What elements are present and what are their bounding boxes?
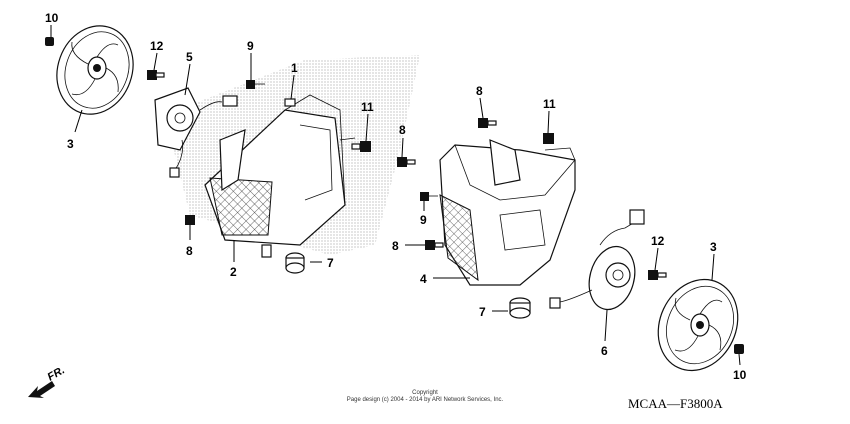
- callout-4: 4: [420, 272, 427, 286]
- bolt-8-left: [185, 215, 195, 225]
- fan-motor-right: [549, 209, 645, 311]
- callout-3-left: 3: [67, 137, 74, 151]
- callout-10-left: 10: [45, 11, 59, 25]
- callout-6: 6: [601, 344, 608, 358]
- leader-lines: [50, 25, 741, 366]
- callout-numbers: 10 3 12 5 9 1 11 8 2 7 8 8 11 9 8 4 7 6 …: [45, 11, 747, 382]
- callout-10-right: 10: [733, 368, 747, 382]
- callout-1: 1: [291, 61, 298, 75]
- bolt-11-right: [543, 133, 554, 144]
- callout-11-left: 11: [361, 100, 374, 114]
- fan-shroud-left: [204, 94, 356, 258]
- bolt-12-left: [147, 70, 165, 80]
- screw-9-left: [246, 80, 265, 89]
- copyright-line-1: Copyright: [412, 390, 438, 396]
- callout-8-left: 8: [186, 244, 193, 258]
- callout-3-right: 3: [710, 240, 717, 254]
- cooling-fan-right: [657, 278, 739, 372]
- cooling-fan-left: [56, 25, 134, 115]
- grommet-left: [285, 252, 305, 274]
- arrow-left-icon: [28, 381, 55, 398]
- bolt-12-right: [648, 270, 667, 280]
- copyright-line-2: Page design (c) 2004 - 2014 by ARI Netwo…: [347, 397, 504, 403]
- callout-11-right: 11: [543, 97, 556, 111]
- fan-shroud-right: [439, 139, 576, 286]
- callout-9-right: 9: [420, 213, 427, 227]
- grommet-right: [509, 297, 531, 319]
- callout-5: 5: [186, 50, 193, 64]
- bolt-11-left: [351, 141, 371, 152]
- bolt-8-right-mid: [397, 157, 416, 167]
- callout-7-left: 7: [327, 256, 334, 270]
- screw-9-right: [420, 192, 438, 201]
- nut-left: [45, 37, 54, 46]
- callout-7-right: 7: [479, 305, 486, 319]
- callout-12-left: 12: [150, 39, 164, 53]
- fan-motor-left: [154, 87, 238, 178]
- bolt-8-right-top: [478, 118, 497, 128]
- direction-label: FR.: [46, 364, 67, 383]
- nut-right: [734, 344, 744, 354]
- bolt-8-right-low: [425, 240, 444, 250]
- callout-8-top: 8: [476, 84, 483, 98]
- diagram-code: MCAA—F3800A: [628, 396, 723, 411]
- callout-8-low: 8: [392, 239, 399, 253]
- callout-12-right: 12: [651, 234, 665, 248]
- callout-9-left: 9: [247, 39, 254, 53]
- callout-2: 2: [230, 265, 237, 279]
- front-direction-indicator: FR.: [28, 364, 67, 398]
- callout-8-mid: 8: [399, 123, 406, 137]
